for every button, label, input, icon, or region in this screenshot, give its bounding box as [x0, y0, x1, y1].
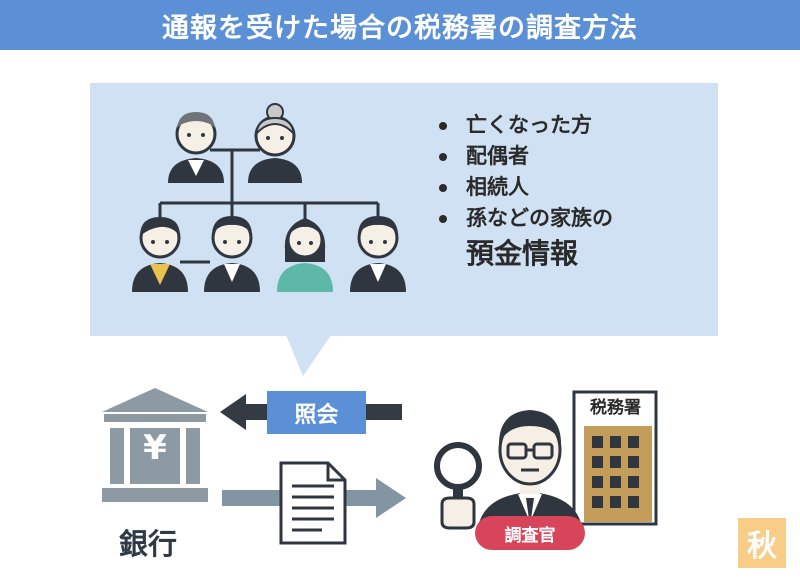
spouse-woman-icon — [277, 218, 333, 292]
info-list: 亡くなった方 配偶者 相続人 孫などの家族の — [437, 110, 613, 234]
bank-label: 銀行 — [119, 527, 178, 561]
inquiry-box: 照会 — [267, 391, 366, 434]
magnifier-icon — [434, 442, 482, 530]
list-item: 相続人 — [437, 172, 613, 203]
list-item: 配偶者 — [437, 141, 613, 172]
bank-icon — [102, 388, 208, 502]
family-tree-icon — [132, 103, 406, 292]
grandfather-icon — [168, 112, 224, 183]
grandchild-man-icon — [350, 216, 406, 292]
investigator-badge: 調査官 — [475, 516, 585, 550]
tax-office-building-icon — [572, 390, 658, 526]
list-item: 亡くなった方 — [437, 110, 613, 141]
tax-office-sign: 税務署 — [590, 398, 641, 418]
page-title: 通報を受けた場合の税務署の調査方法 — [0, 0, 800, 50]
document-icon — [279, 461, 347, 545]
child-man-icon — [204, 216, 260, 292]
child-woman-icon — [132, 217, 188, 292]
grandmother-icon — [248, 103, 302, 183]
channel-logo: 秋 — [738, 518, 786, 568]
yen-symbol: ¥ — [143, 428, 167, 468]
deposit-info-label: 預金情報 — [466, 237, 579, 270]
investigator-icon — [477, 410, 583, 538]
list-item: 孫などの家族の — [437, 203, 613, 234]
